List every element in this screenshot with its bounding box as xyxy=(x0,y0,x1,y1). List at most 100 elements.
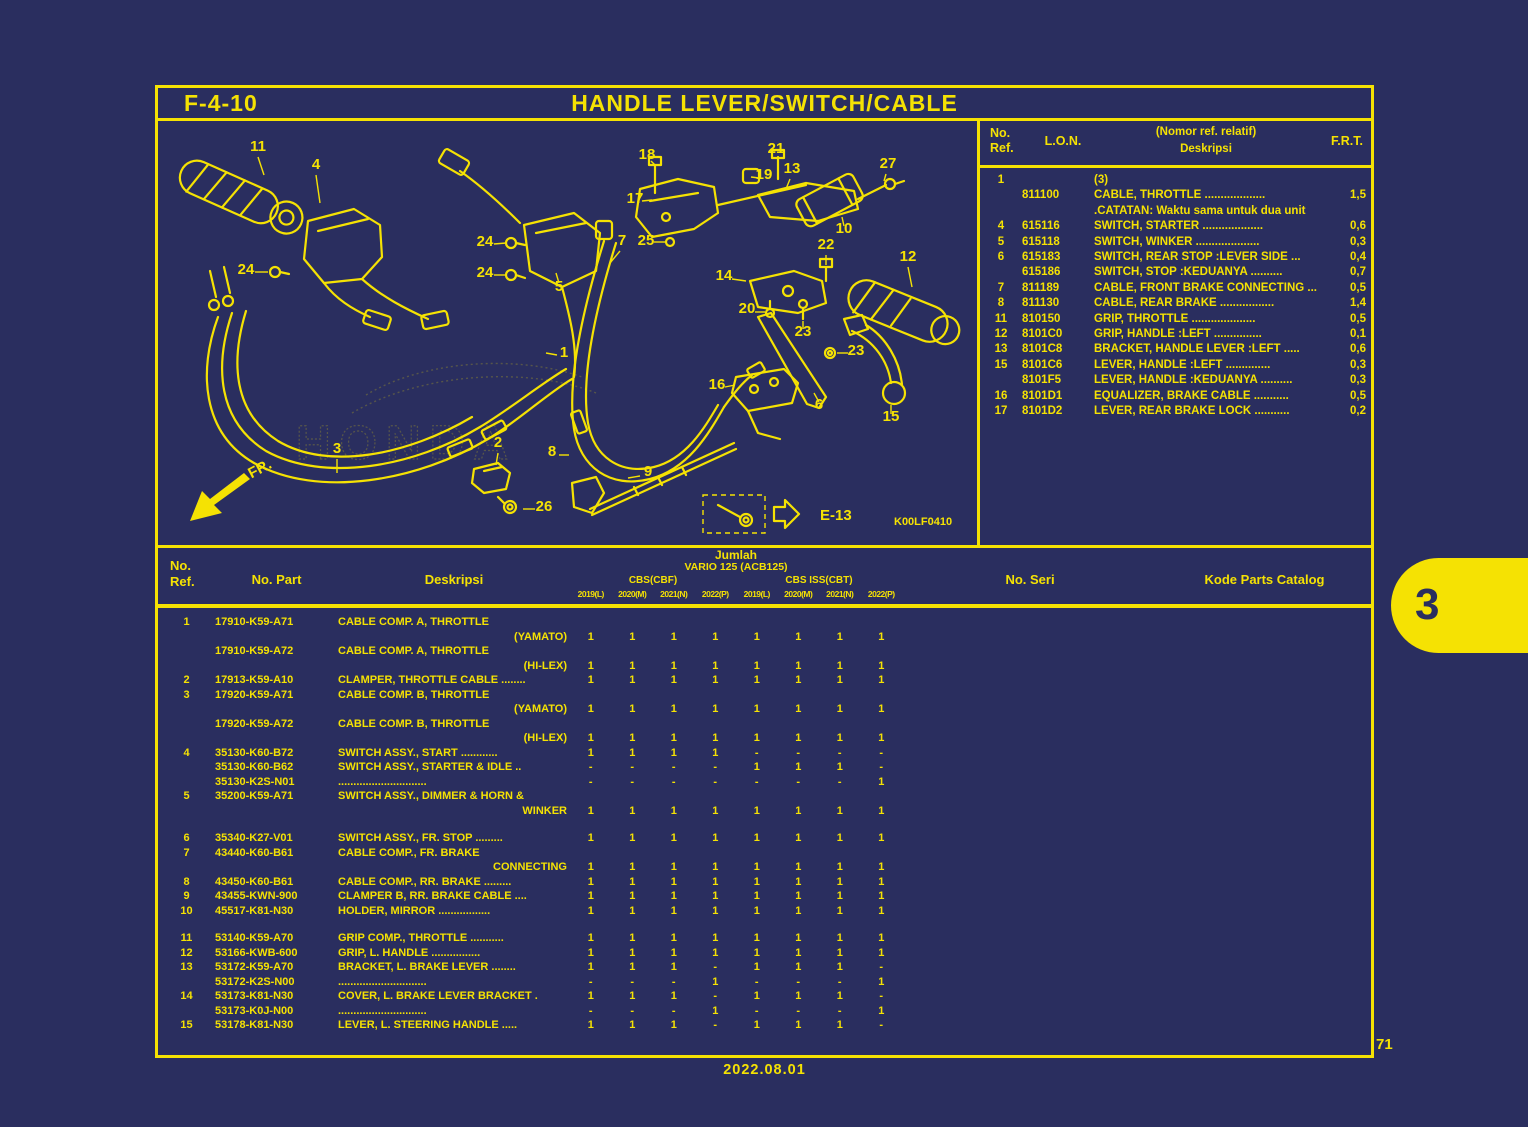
qty-cell: 1 xyxy=(878,832,885,844)
r-ref-cell xyxy=(980,204,1022,219)
qty-cell xyxy=(778,846,820,861)
qty-cell: 1 xyxy=(795,904,802,917)
diagram-callout: 24 xyxy=(477,264,494,281)
qty-cell: - xyxy=(754,975,759,988)
qty-cell: 1 xyxy=(836,832,843,844)
description-cell: SWITCH ASSY., STARTER & IDLE .. xyxy=(338,761,522,773)
part-number-cell xyxy=(215,804,338,819)
seri-cell xyxy=(902,731,1371,746)
seri-cell xyxy=(902,688,1371,703)
cable-clamper-part xyxy=(470,461,518,515)
callout-leader-line xyxy=(813,392,820,403)
seri-cell xyxy=(902,644,1371,659)
qty-cell: 1 xyxy=(629,630,636,643)
qty-cell: - xyxy=(630,775,635,788)
qty-cell xyxy=(819,717,861,732)
qty-cell xyxy=(736,688,778,703)
qty-cell: 1 xyxy=(836,761,843,773)
r-lon-cell: 8101D2 xyxy=(1022,405,1063,418)
qty-cell: 1 xyxy=(878,890,885,902)
diagram-callout: 16 xyxy=(709,376,726,393)
page-title: HANDLE LEVER/SWITCH/CABLE xyxy=(571,90,958,116)
seri-cell xyxy=(902,904,1371,919)
qty-cell: 1 xyxy=(587,1019,594,1031)
qty-cell: 1 xyxy=(836,703,843,715)
header-band: F-4-10 HANDLE LEVER/SWITCH/CABLE xyxy=(158,88,1371,121)
qty-cell xyxy=(736,846,778,861)
diagram-callout: 4 xyxy=(312,156,321,173)
qty-cell: 1 xyxy=(836,861,843,873)
r-lon-cell: 615183 xyxy=(1022,251,1061,264)
qty-cell: 1 xyxy=(712,832,719,844)
years-header-row: 2019(L) 2020(M) 2021(N) 2022(P) 2019(L) … xyxy=(570,589,902,599)
description-cell: CABLE COMP. A, THROTTLE xyxy=(338,616,489,628)
qty-cell: 1 xyxy=(670,961,677,973)
ref-cell: 14 xyxy=(180,990,193,1002)
qty-cell: 1 xyxy=(878,932,885,944)
seri-cell xyxy=(902,960,1371,975)
description-cell: ............................. xyxy=(338,975,427,988)
screw-part xyxy=(268,236,527,282)
qty-cell: 1 xyxy=(753,804,760,817)
qty-cell: 1 xyxy=(878,804,885,817)
qty-cell: - xyxy=(837,775,842,788)
parts-table-row: 35130-K2S-N01...........................… xyxy=(158,775,1371,790)
ref-cell xyxy=(158,731,215,746)
r-lon-cell: 8101F5 xyxy=(1022,374,1062,387)
qty-cell xyxy=(736,644,778,659)
qty-cell: - xyxy=(796,975,801,988)
qty-cell: - xyxy=(630,975,635,988)
watermark-text: HONDA xyxy=(296,417,517,470)
seri-cell xyxy=(902,860,1371,875)
r-frt-cell: 0,7 xyxy=(1350,266,1366,279)
qty-cell: 1 xyxy=(629,904,636,917)
diagram-callout: 23 xyxy=(795,323,812,340)
steering-handle-lever-part xyxy=(756,311,828,410)
description-cell: CABLE COMP. A, THROTTLE xyxy=(338,645,489,657)
seri-cell xyxy=(902,717,1371,732)
qty-cell: - xyxy=(671,761,676,773)
side-tab-number: 3 xyxy=(1415,580,1440,629)
page-number: 71 xyxy=(1376,1036,1393,1053)
callout-leader-line xyxy=(495,452,499,466)
description-cell: (YAMATO) xyxy=(514,630,567,643)
part-number-cell: 35130-K60-B72 xyxy=(215,746,294,759)
year-col-header: 2021(N) xyxy=(660,589,688,599)
callout-leader-line xyxy=(609,250,621,264)
qty-cell: 1 xyxy=(670,990,677,1002)
qty-cell: 1 xyxy=(753,659,760,672)
qty-cell xyxy=(612,644,654,659)
qty-cell: 1 xyxy=(670,875,677,888)
qty-cell: 1 xyxy=(670,946,677,959)
qty-cell: 1 xyxy=(629,932,636,944)
r-ref-cell: 16 xyxy=(994,389,1008,402)
revision-date: 2022.08.01 xyxy=(723,1062,806,1078)
qty-cell: - xyxy=(630,761,635,773)
qty-cell xyxy=(612,846,654,861)
lever-bracket-assembly-part xyxy=(634,148,860,248)
qty-cell: 1 xyxy=(753,932,760,944)
lever-pivot-bracket-part xyxy=(748,269,837,360)
qty-cell: 1 xyxy=(753,961,760,973)
callout-leader-line xyxy=(545,352,558,356)
qty-cell xyxy=(570,789,612,804)
r-desc-cell: SWITCH, WINKER .................... xyxy=(1094,235,1260,248)
callout-leader-line xyxy=(731,278,747,282)
ref-cell xyxy=(158,644,215,659)
seri-cell xyxy=(902,760,1371,775)
ref-cell: 9 xyxy=(183,890,190,902)
qty-cell: 1 xyxy=(712,703,719,715)
